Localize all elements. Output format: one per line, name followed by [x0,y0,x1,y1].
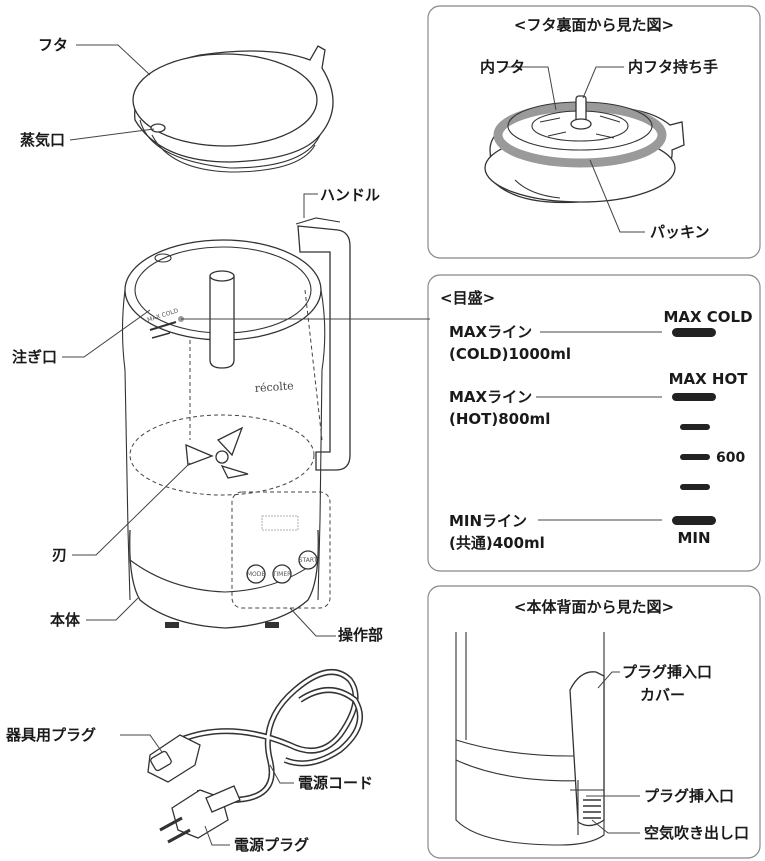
mark-min: MIN [677,529,710,547]
body-illustration: MAX COLD récolte MODE TIMER START [121,217,351,629]
button-start-label: START [299,557,318,564]
panel-back-title: <本体背面から見た図> [514,598,674,616]
label-body: 本体 [50,611,81,629]
leader-steam-vent [69,128,155,141]
label-appliance-plug: 器具用プラグ [5,726,96,744]
leader-air-outlet [591,819,640,834]
label-inner-lid-handle: 内フタ持ち手 [628,58,718,76]
label-power-cord: 電源コード [298,774,373,792]
leader-plug-cover [597,671,620,689]
foot-right [265,622,279,628]
mark-max-hot: MAX HOT [669,370,749,388]
mark-max-cold: MAX COLD [663,308,752,326]
button-timer[interactable] [272,564,292,584]
label-min-2: (共通)400ml [449,534,545,552]
panel-back: <本体背面から見た図> プラグ挿入口 カバー プラグ挿入口 空気吹き出し口 [427,585,761,859]
lid-illustration [132,45,334,173]
blade-area [129,414,315,496]
tick-minor-2 [680,484,710,490]
leader-lid [76,44,151,76]
label-handle: ハンドル [320,186,380,204]
label-power-plug: 電源プラグ [234,836,309,854]
label-inner-lid: 内フタ [480,58,525,76]
panel-scale-title: <目盛> [440,289,495,307]
foot-left [165,622,179,628]
leader-spout [62,309,151,358]
leader-inner-lid [505,66,557,111]
label-min-1: MINライン [449,512,527,530]
cord-illustration [147,669,363,844]
label-max-cold-2: (COLD)1000ml [449,345,571,363]
label-plug-cover-2: カバー [640,686,685,704]
tick-min [672,516,716,525]
blade [185,426,249,479]
tick-max-hot [672,393,716,401]
label-packing: パッキン [650,223,710,241]
leader-blade [72,462,191,556]
button-mode-label: MODE [247,571,266,578]
panel-lid-back: <フタ裏面から見た図> 内フタ 内フタ持ち手 パッキン [427,5,761,259]
control-panel-area [231,491,331,609]
panel-scale-frame [427,274,761,572]
button-timer-label: TIMER [272,571,292,578]
tick-minor-1 [680,424,710,430]
leader-body [86,597,139,621]
leader-handle [303,193,318,218]
leader-power-plug [204,825,230,846]
label-max-hot-2: (HOT)800ml [449,410,550,428]
body-back-illustration [455,632,605,846]
leader-control-panel [289,607,336,637]
handle [297,225,351,471]
label-air-outlet: 空気吹き出し口 [644,824,749,842]
label-lid: フタ [38,36,68,54]
button-start[interactable] [298,550,318,570]
label-steam-vent: 蒸気口 [20,131,65,149]
steam-vent [150,123,166,133]
label-control-panel: 操作部 [338,626,383,644]
panel-lid-back-title: <フタ裏面から見た図> [514,16,674,34]
leader-power-cord [269,764,294,784]
label-plug-cover-1: プラグ挿入口 [622,663,712,681]
label-spout: 注ぎ口 [12,348,57,366]
control-buttons: MODE TIMER START [246,550,318,584]
button-mode[interactable] [246,564,266,584]
leader-packing [589,159,645,233]
lid-back-illustration [484,95,685,204]
label-blade: 刃 [52,546,67,564]
control-display [261,515,299,531]
label-plug-inlet: プラグ挿入口 [644,787,734,805]
air-vent-slats [583,799,601,819]
tick-max-cold [672,328,716,337]
panel-scale: <目盛> MAXライン (COLD)1000ml MAX COLD MAXライン… [427,274,761,572]
leader-inner-lid-handle [582,66,624,99]
brand-logo: récolte [254,379,294,395]
power-plug [159,785,241,844]
label-max-hot-1: MAXライン [449,388,532,406]
appliance-plug [147,734,201,783]
label-max-cold-1: MAXライン [449,323,532,341]
mark-600: 600 [716,450,745,466]
leader-appliance-plug [120,734,163,753]
tick-600 [680,454,710,460]
